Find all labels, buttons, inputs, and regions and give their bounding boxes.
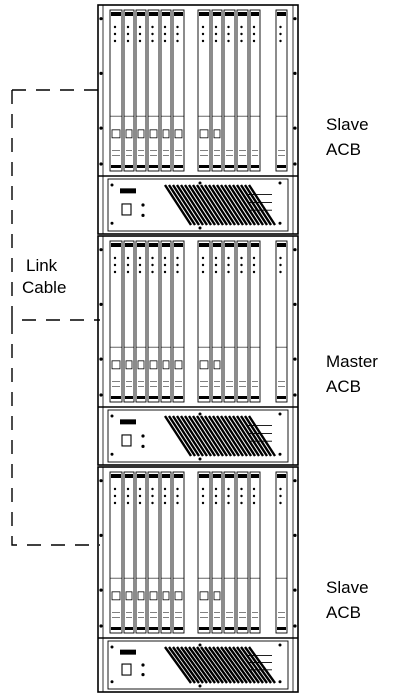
card-slot (237, 472, 248, 633)
card-slot (198, 10, 210, 171)
mounting-hole (99, 393, 102, 396)
mounting-hole (293, 17, 296, 20)
panel-logo (120, 650, 136, 655)
mounting-hole (99, 17, 102, 20)
card-slot (212, 10, 222, 171)
card-slot (136, 10, 146, 171)
mounting-hole (293, 127, 296, 130)
card-slot (136, 241, 146, 402)
card-slot (173, 472, 184, 633)
mounting-hole (99, 589, 102, 592)
card-slot (173, 241, 184, 402)
top-rack-label-line2: ACB (326, 138, 361, 161)
screw (111, 415, 114, 418)
indicator-led (141, 214, 144, 217)
mounting-hole (293, 358, 296, 361)
card-slot (250, 241, 260, 402)
card-slot (224, 10, 235, 171)
card-slot (110, 10, 122, 171)
card-slot (212, 241, 222, 402)
screw (199, 227, 202, 230)
link-cable-dashed-lines (12, 90, 100, 545)
card-slot (161, 10, 171, 171)
screw (199, 458, 202, 461)
card-slot (148, 241, 159, 402)
card-slot (161, 472, 171, 633)
card-slot (124, 10, 134, 171)
screw (111, 680, 114, 683)
mounting-hole (99, 303, 102, 306)
screw (111, 453, 114, 456)
card-slot (237, 10, 248, 171)
card-slot (198, 241, 210, 402)
mounting-hole (293, 248, 296, 251)
mounting-hole (293, 534, 296, 537)
rack-bottom (98, 467, 298, 692)
mounting-hole (293, 479, 296, 482)
screw (279, 644, 282, 647)
mounting-hole (293, 303, 296, 306)
mounting-hole (99, 479, 102, 482)
card-slot (250, 472, 260, 633)
card-slot (237, 241, 248, 402)
screw (111, 222, 114, 225)
panel-logo (120, 188, 136, 193)
mounting-hole (99, 72, 102, 75)
mounting-hole (99, 127, 102, 130)
indicator-led (141, 434, 144, 437)
mounting-hole (293, 624, 296, 627)
card-slot (148, 472, 159, 633)
middle-rack-label-line1: Master (326, 350, 378, 373)
card-slot (148, 10, 159, 171)
rack-middle (98, 236, 298, 465)
link-cable-label-line1: Link (26, 254, 57, 277)
screw (279, 453, 282, 456)
card-slot (136, 472, 146, 633)
card-slot (276, 472, 287, 633)
mounting-hole (99, 248, 102, 251)
mounting-hole (293, 589, 296, 592)
top-rack-label-line1: Slave (326, 113, 369, 136)
mounting-hole (99, 624, 102, 627)
card-slot (224, 472, 235, 633)
rack-top (98, 5, 298, 234)
card-slot (198, 472, 210, 633)
card-slot (224, 241, 235, 402)
screw (279, 182, 282, 185)
indicator-led (141, 445, 144, 448)
mounting-hole (293, 162, 296, 165)
card-slot (173, 10, 184, 171)
screw (111, 646, 114, 649)
screw (199, 182, 202, 185)
mounting-hole (99, 358, 102, 361)
indicator-led (141, 663, 144, 666)
mounting-hole (293, 72, 296, 75)
card-slot (212, 472, 222, 633)
mounting-hole (99, 162, 102, 165)
screw (279, 413, 282, 416)
mounting-hole (99, 534, 102, 537)
indicator-led (141, 203, 144, 206)
mounting-hole (293, 393, 296, 396)
bottom-rack-label-line2: ACB (326, 601, 361, 624)
card-slot (110, 241, 122, 402)
screw (279, 680, 282, 683)
screw (199, 644, 202, 647)
bottom-rack-label-line1: Slave (326, 576, 369, 599)
screw (199, 413, 202, 416)
screw (111, 184, 114, 187)
link-cable-label-line2: Cable (22, 276, 66, 299)
card-slot (276, 241, 287, 402)
card-slot (124, 241, 134, 402)
middle-rack-label-line2: ACB (326, 375, 361, 398)
card-slot (110, 472, 122, 633)
indicator-led (141, 673, 144, 676)
card-slot (124, 472, 134, 633)
card-slot (276, 10, 287, 171)
screw (279, 222, 282, 225)
card-slot (161, 241, 171, 402)
panel-logo (120, 419, 136, 424)
screw (199, 685, 202, 688)
card-slot (250, 10, 260, 171)
